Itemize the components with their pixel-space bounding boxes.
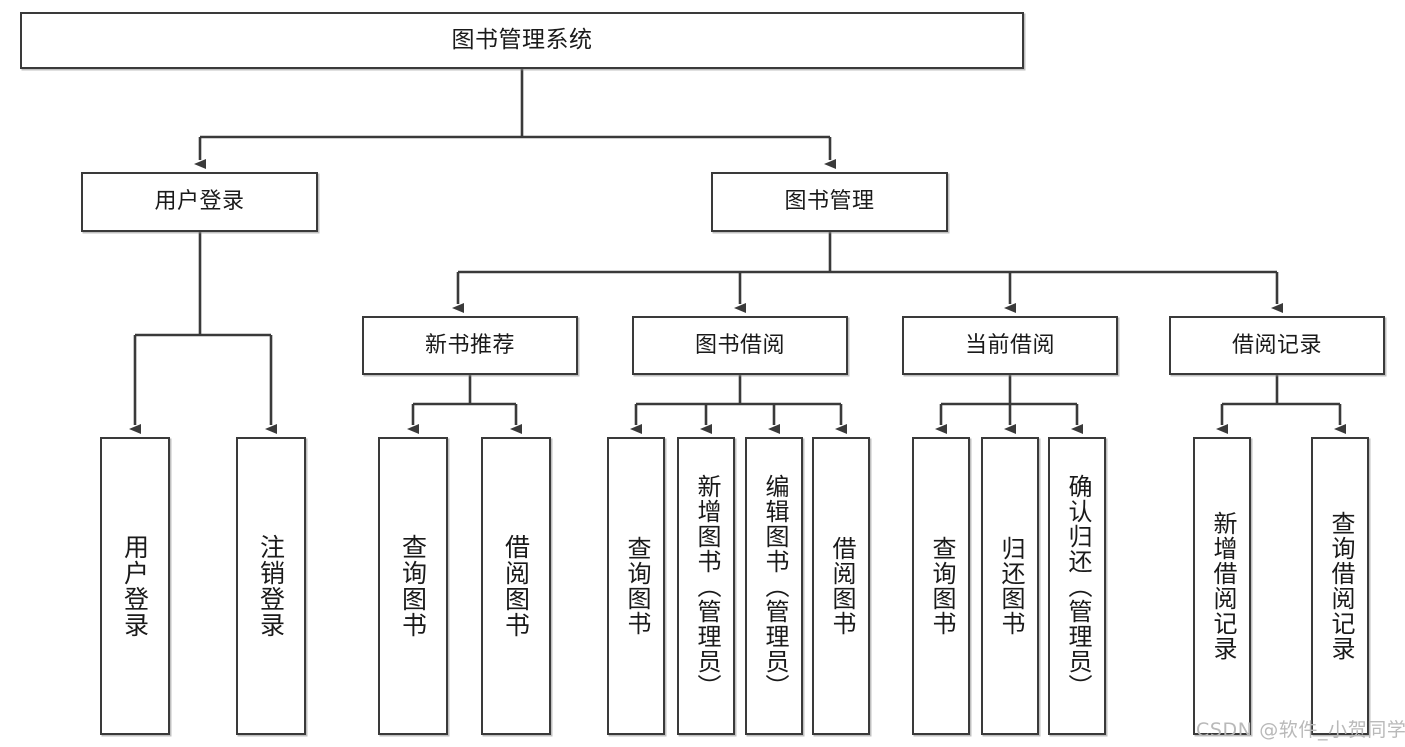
node-label: 查询图书 bbox=[398, 534, 428, 638]
leaf-query-book-3[interactable]: 查询图书 bbox=[912, 437, 970, 735]
node-label: 归还图书 bbox=[996, 536, 1025, 636]
node-label: 注销登录 bbox=[256, 534, 286, 638]
node-book-borrow[interactable]: 图书借阅 bbox=[632, 316, 848, 375]
node-label: 借阅图书 bbox=[827, 536, 856, 636]
leaf-borrow-book-1[interactable]: 借阅图书 bbox=[481, 437, 551, 735]
leaf-logout-login[interactable]: 注销登录 bbox=[236, 437, 306, 735]
node-label: 用户登录 bbox=[120, 534, 150, 638]
node-label: 查询图书 bbox=[927, 536, 956, 636]
leaf-user-login[interactable]: 用户登录 bbox=[100, 437, 170, 735]
node-label: 借阅图书 bbox=[501, 534, 531, 638]
csdn-watermark: CSDN @软件_小贺同学 bbox=[1196, 719, 1405, 741]
leaf-borrow-book-2[interactable]: 借阅图书 bbox=[812, 437, 870, 735]
leaf-edit-book-admin[interactable]: 编辑图书（管理员） bbox=[745, 437, 803, 735]
leaf-query-borrow-record[interactable]: 查询借阅记录 bbox=[1311, 437, 1369, 735]
node-label: 图书管理系统 bbox=[451, 26, 593, 53]
node-new-book-recommend[interactable]: 新书推荐 bbox=[362, 316, 578, 375]
leaf-confirm-return-admin[interactable]: 确认归还（管理员） bbox=[1048, 437, 1106, 735]
node-label: 当前借阅 bbox=[964, 332, 1055, 358]
leaf-return-book[interactable]: 归还图书 bbox=[981, 437, 1039, 735]
node-label: 图书借阅 bbox=[694, 332, 785, 358]
node-label: 新增借阅记录 bbox=[1208, 511, 1237, 661]
node-borrow-record[interactable]: 借阅记录 bbox=[1169, 316, 1385, 375]
leaf-add-borrow-record[interactable]: 新增借阅记录 bbox=[1193, 437, 1251, 735]
leaf-add-book-admin[interactable]: 新增图书（管理员） bbox=[677, 437, 735, 735]
node-label: 编辑图书（管理员） bbox=[760, 473, 789, 699]
node-book-manage[interactable]: 图书管理 bbox=[711, 172, 948, 232]
node-label: 借阅记录 bbox=[1231, 332, 1322, 358]
leaf-query-book-2[interactable]: 查询图书 bbox=[607, 437, 665, 735]
node-label: 新书推荐 bbox=[424, 332, 515, 358]
node-root-system[interactable]: 图书管理系统 bbox=[20, 12, 1024, 69]
node-label: 图书管理 bbox=[784, 189, 875, 215]
leaf-query-book-1[interactable]: 查询图书 bbox=[378, 437, 448, 735]
node-label: 新增图书（管理员） bbox=[692, 473, 721, 699]
node-user-login[interactable]: 用户登录 bbox=[81, 172, 318, 232]
node-current-borrow[interactable]: 当前借阅 bbox=[902, 316, 1118, 375]
node-label: 查询图书 bbox=[622, 536, 651, 636]
node-label: 用户登录 bbox=[154, 189, 245, 215]
node-label: 确认归还（管理员） bbox=[1063, 473, 1092, 699]
node-label: 查询借阅记录 bbox=[1326, 511, 1355, 661]
